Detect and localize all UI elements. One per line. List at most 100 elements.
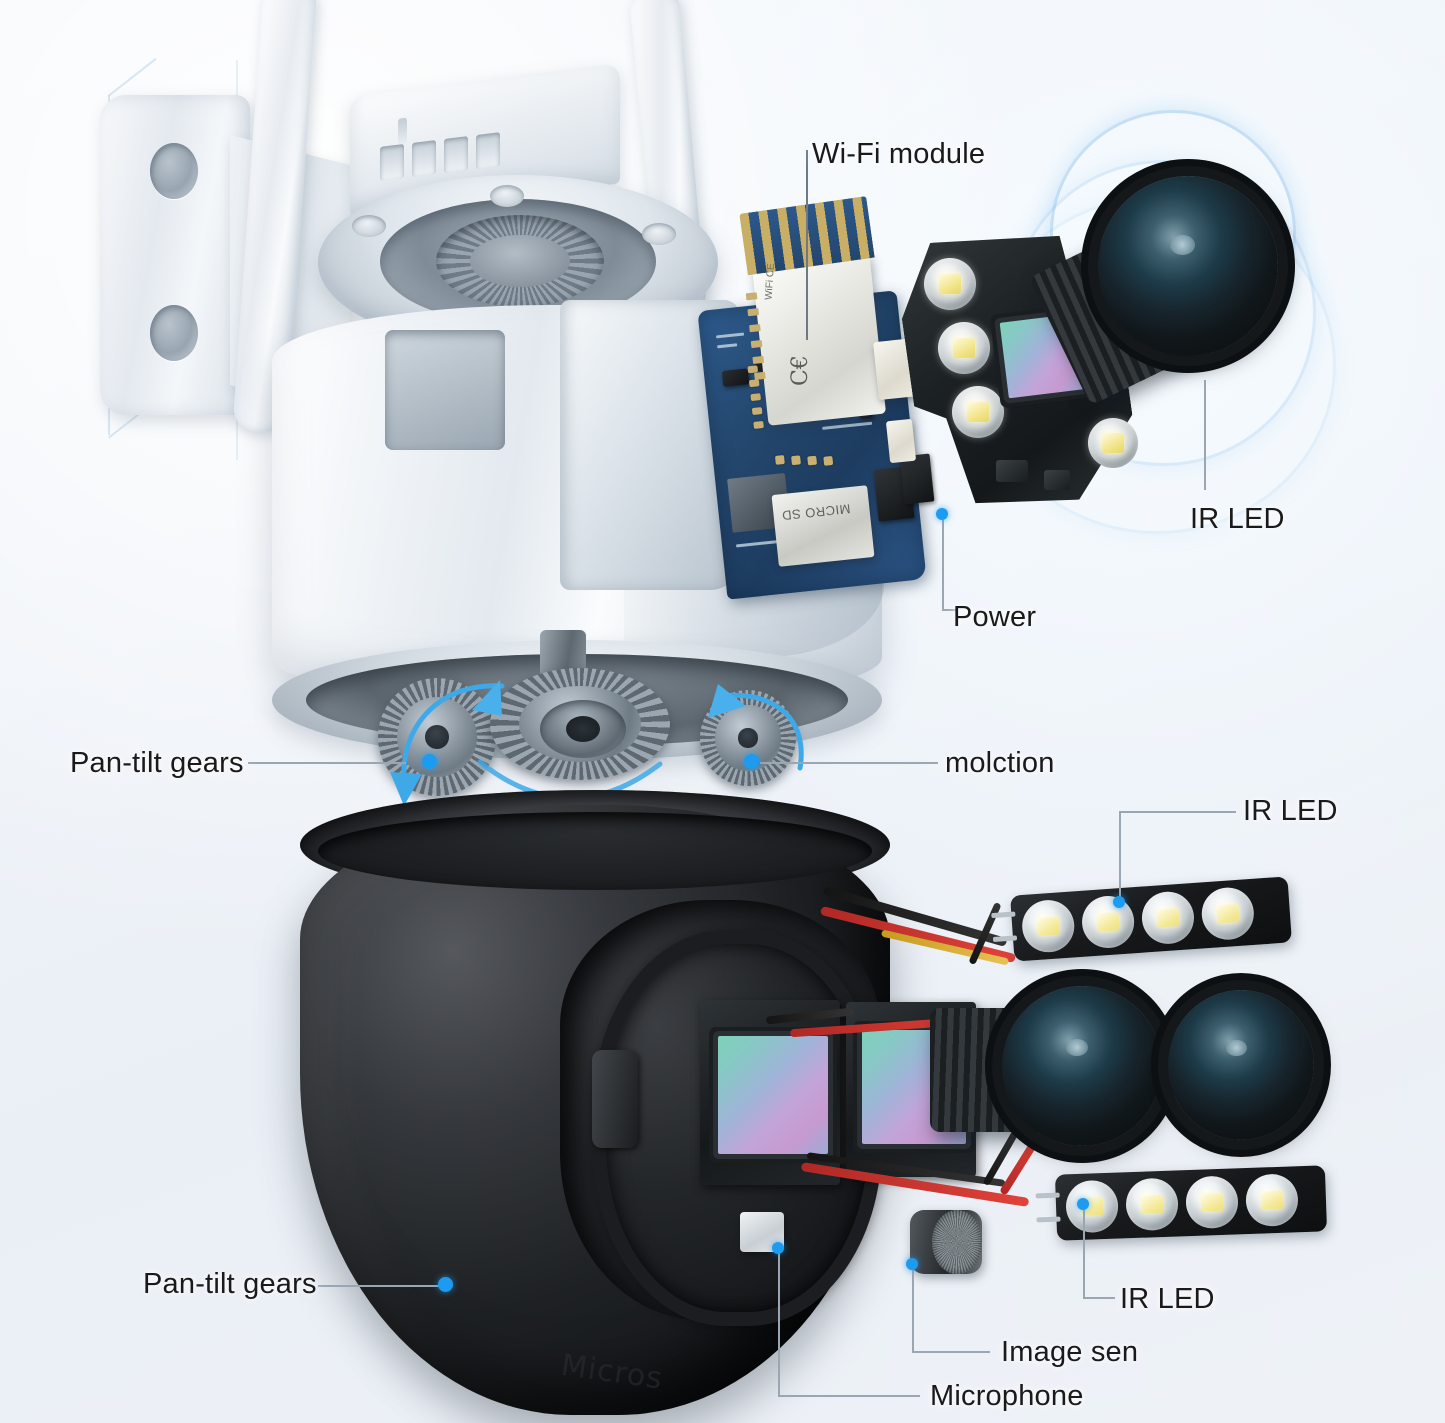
ir-led-top-2 xyxy=(938,322,990,374)
pcb-ic xyxy=(721,368,750,387)
strip-pin xyxy=(991,911,1016,919)
leader-image-sensor-h xyxy=(912,1351,990,1353)
jst-connector xyxy=(885,418,917,464)
label-pan-tilt-upper: Pan-tilt gears xyxy=(70,747,244,779)
ir-led xyxy=(1080,894,1136,950)
label-molction: molction xyxy=(945,747,1055,779)
label-power: Power xyxy=(953,601,1037,633)
cap-vent xyxy=(380,143,404,181)
ir-led-top-1 xyxy=(924,258,976,310)
strip-pin xyxy=(1036,1216,1061,1223)
leader-image-sensor-v xyxy=(912,1268,914,1352)
label-ir-led-bottom: IR LED xyxy=(1120,1283,1215,1315)
ir-led xyxy=(1200,885,1256,942)
pcb-pad xyxy=(750,393,762,402)
mount-screw-hole xyxy=(150,305,198,361)
pcb-pad xyxy=(753,420,764,429)
camera-lens-top xyxy=(1098,176,1278,356)
pcb-silkscreen xyxy=(716,332,745,339)
ce-mark-icon: C€ xyxy=(788,355,814,387)
cap-vent xyxy=(412,140,436,177)
microsd-card-slot: MICRO SD xyxy=(771,485,875,567)
leader-pan-tilt-lower xyxy=(318,1285,446,1287)
pcb-silkscreen xyxy=(717,343,738,349)
housing-boss xyxy=(490,185,524,207)
label-ir-led-top: IR LED xyxy=(1190,503,1285,535)
anchor-dot-ir-strip-lower xyxy=(1077,1198,1089,1210)
ir-led-strip-lower xyxy=(1035,1165,1328,1241)
microphone-mesh xyxy=(932,1210,982,1274)
module-pin xyxy=(747,308,760,317)
label-image-sensor: Image sen xyxy=(1001,1336,1139,1368)
image-sensor-cmos-1 xyxy=(718,1036,828,1154)
camera-lens-right xyxy=(1168,990,1314,1140)
strip-pin xyxy=(1035,1192,1060,1199)
module-pin xyxy=(750,339,763,349)
anchor-dot-gear-right xyxy=(744,754,759,769)
label-ir-led-right: IR LED xyxy=(1243,795,1338,827)
leader-pan-tilt-upper xyxy=(248,762,406,764)
body-interior-cutout xyxy=(385,330,505,450)
label-wifi-module: Wi-Fi module xyxy=(812,138,986,170)
ir-led xyxy=(1020,898,1077,954)
pan-tilt-gear-left xyxy=(378,678,496,796)
anchor-dot-gear-left xyxy=(422,754,437,769)
wall-mount-bracket xyxy=(100,95,250,415)
microsd-label: MICRO SD xyxy=(780,501,852,524)
dome-collar xyxy=(318,812,872,890)
ir-led xyxy=(1185,1175,1239,1230)
pan-tilt-gear-right xyxy=(700,690,796,786)
housing-boss xyxy=(642,223,676,245)
leader-ir-led-right-h xyxy=(1120,811,1236,813)
module-pin xyxy=(745,292,758,301)
leader-ir-led-right-v xyxy=(1119,811,1121,903)
microphone-capsule xyxy=(910,1210,982,1274)
module-pin xyxy=(749,324,761,333)
ir-led-top-4 xyxy=(1088,418,1138,468)
cap-vent xyxy=(444,136,468,174)
leader-power-horizontal xyxy=(942,609,958,611)
leader-microphone-h xyxy=(778,1395,920,1397)
leader-microphone-v xyxy=(778,1252,780,1396)
strip-pin xyxy=(992,935,1018,943)
module-pin xyxy=(754,371,766,380)
leader-ir-led-bottom-h xyxy=(1083,1297,1115,1299)
camera-lens-mid xyxy=(1002,986,1162,1146)
leader-ir-led-top xyxy=(1204,380,1206,490)
pcb-pad xyxy=(748,379,760,388)
mount-screw-hole xyxy=(150,143,198,199)
cap-vent xyxy=(476,132,500,170)
leader-wifi-module xyxy=(806,150,808,340)
anchor-dot-microphone xyxy=(772,1242,784,1254)
pcb-silkscreen xyxy=(822,421,873,430)
pcb-silkscreen xyxy=(735,539,781,548)
anchor-dot-ir-strip-upper xyxy=(1113,896,1125,908)
label-microphone: Microphone xyxy=(930,1380,1084,1412)
ir-led xyxy=(1140,890,1196,946)
anchor-dot-power xyxy=(936,508,948,520)
ir-led xyxy=(1065,1179,1119,1234)
ir-led-top-3 xyxy=(952,386,1004,438)
pcb-pad xyxy=(823,455,834,466)
module-pin xyxy=(752,355,765,365)
board-component xyxy=(1044,470,1070,490)
pcb-pad xyxy=(751,407,763,416)
dome-hinge-tab xyxy=(592,1050,638,1148)
anchor-dot-image-sensor xyxy=(906,1258,918,1270)
pcb-pad xyxy=(791,455,801,466)
leader-ir-led-bottom-v xyxy=(1083,1206,1085,1298)
pcb-pad xyxy=(774,454,785,465)
gear-center-hub xyxy=(540,700,626,758)
wifi-module-chip: WiFi CE C€ xyxy=(739,196,887,426)
pcb-pad xyxy=(807,455,818,466)
anchor-dot-dome-gear xyxy=(438,1277,453,1292)
cap-slot xyxy=(398,117,407,145)
housing-boss xyxy=(352,215,386,237)
board-component xyxy=(996,460,1028,482)
ir-led xyxy=(1125,1177,1179,1232)
label-pan-tilt-lower: Pan-tilt gears xyxy=(143,1268,317,1300)
pan-ring-gear xyxy=(436,215,604,307)
ir-led xyxy=(1245,1173,1299,1228)
leader-molction xyxy=(760,762,938,764)
